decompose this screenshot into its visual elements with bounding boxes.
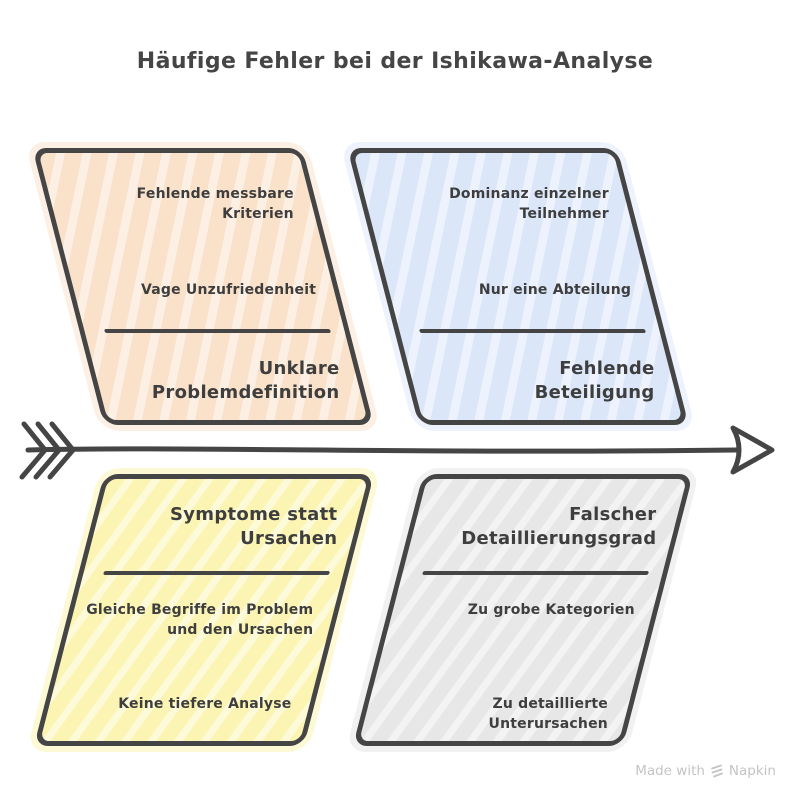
attribution: Made with Napkin — [635, 763, 776, 779]
cause-box-falscher-detaillierungsgrad: Falscher Detaillierungsgrad Zu grobe Kat… — [352, 474, 694, 746]
cause-item: Nur eine Abteilung — [478, 282, 632, 298]
cause-box-symptome-statt-ursachen: Symptome statt Ursachen Gleiche Begriffe… — [33, 474, 375, 746]
category-label: Falscher Detaillierungsgrad — [461, 504, 657, 550]
cause-item: Dominanz einzelner Teilnehmer — [449, 186, 609, 222]
napkin-logo-icon — [711, 764, 723, 778]
cause-item: Gleiche Begriffe im Problem und den Ursa… — [86, 602, 314, 638]
fletching-chevron — [19, 421, 48, 480]
attribution-brand: Napkin — [728, 763, 776, 779]
cause-item: Keine tiefere Analyse — [118, 696, 292, 712]
separator-line — [422, 571, 650, 575]
fletching-chevron — [47, 421, 76, 480]
cause-item: Zu grobe Kategorien — [467, 602, 635, 618]
cause-item: Vage Unzufriedenheit — [141, 282, 317, 298]
cause-box-fehlende-beteiligung: Dominanz einzelner Teilnehmer Nur eine A… — [347, 148, 689, 425]
cause-item: Fehlende messbare Kriterien — [136, 186, 294, 222]
attribution-prefix: Made with — [635, 763, 705, 779]
arrowhead — [730, 425, 775, 475]
separator-line — [103, 329, 332, 333]
cause-box-unklare-problemdefinition: Fehlende messbare Kriterien Vage Unzufri… — [32, 148, 374, 425]
category-label: Symptome statt Ursachen — [169, 504, 338, 550]
spine-shaft — [25, 446, 739, 454]
separator-line — [103, 571, 331, 575]
separator-line — [418, 329, 647, 333]
category-label: Fehlende Beteiligung — [534, 358, 655, 404]
diagram-title: Häufige Fehler bei der Ishikawa-Analyse — [136, 49, 654, 74]
fletching-chevron — [33, 421, 62, 480]
cause-item: Zu detaillierte Unterursachen — [488, 696, 608, 732]
fishbone-spine-arrow — [19, 421, 775, 480]
category-label: Unklare Problemdefinition — [152, 358, 340, 404]
